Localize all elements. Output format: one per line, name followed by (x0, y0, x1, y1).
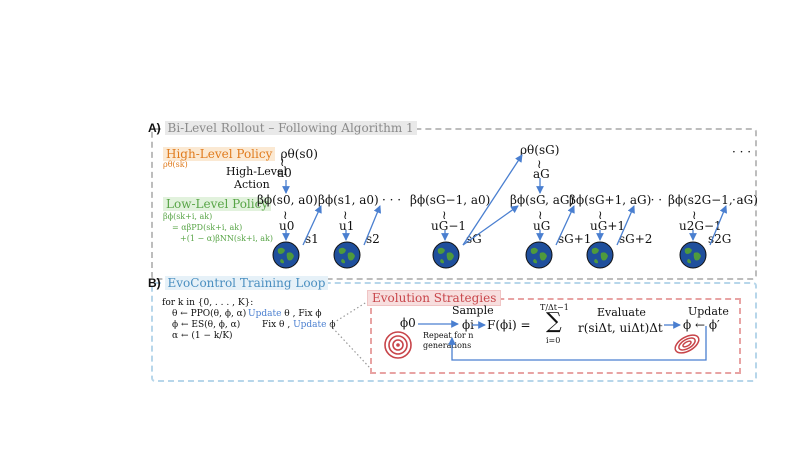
beta-G+1: βϕ(sG+1, aG) (569, 193, 652, 207)
dots-high: · · · (732, 145, 752, 159)
high-level-label: High-Level Policy (163, 147, 276, 161)
beta-2G-1: βϕ(s2G−1, aG) (668, 193, 758, 207)
low-eq-1: βϕ(sk+i, ak) (163, 212, 213, 221)
repeat-label-1: Repeat for n (423, 331, 474, 340)
earth-icon (272, 241, 300, 269)
panel-b-title: EvoControl Training Loop (164, 276, 329, 290)
beta-G-1: βϕ(sG−1, a0) (410, 193, 491, 207)
phi-i: ϕi (462, 318, 475, 332)
u2G-1: u2G−1 (679, 219, 722, 233)
sG+1: sG+1 (558, 232, 592, 246)
uG+1: uG+1 (590, 219, 626, 233)
phi-symbol: ϕ (329, 320, 336, 330)
sum-symbol: ∑ (546, 309, 562, 334)
uG-1: uG−1 (431, 219, 467, 233)
tilde-u1: ≀ (343, 208, 348, 222)
algo-line-1: for k in {0, . . . , K}: (162, 298, 254, 308)
panel-a-frame (151, 128, 757, 280)
panel-b-header: B) EvoControl Training Loop (148, 276, 329, 290)
tilde-uG+1: ≀ (598, 208, 603, 222)
repeat-label-2: generations (423, 341, 472, 350)
algo-line-2: θ ← PPO(θ, ϕ, α) (172, 309, 247, 319)
algo-line-4: α ← (1 − k/K) (172, 331, 233, 341)
es-title: Evolution Strategies (367, 290, 502, 306)
update-theta-word: Update (248, 309, 282, 319)
updated-distribution-icon (674, 334, 700, 354)
rho-sk-small: ρθ(sk) (163, 160, 188, 169)
sum-bot: i=0 (546, 336, 561, 345)
high-level-action-label-2: Action (234, 178, 270, 191)
rho-sG: ρθ(sG) (520, 143, 560, 157)
a0-label: a0 (277, 166, 292, 180)
fix-phi: , Fix ϕ (292, 309, 322, 319)
tilde-a0: ≀ (280, 155, 285, 169)
beta-0: βϕ(s0, a0) (257, 193, 318, 207)
evaluate-label: Evaluate (597, 306, 646, 319)
panel-b-frame (151, 282, 757, 382)
uG: uG (533, 219, 551, 233)
reward-expr: r(siΔt, uiΔt)Δt (578, 321, 663, 335)
s1: s1 (305, 232, 319, 246)
phi-update: ϕ ← ϕ′ (683, 318, 720, 332)
low-level-policy: Low-Level Policy (163, 193, 272, 212)
low-eq-2: = αβPD(sk+i, ak) (172, 223, 243, 232)
dots-low-3: · · · (732, 193, 752, 207)
phi0: ϕ0 (400, 316, 416, 330)
earth-icon (432, 241, 460, 269)
beta-1: βϕ(s1, a0) (318, 193, 379, 207)
F-phi-i: F(ϕi) = (487, 318, 531, 332)
tilde-aG: ≀ (537, 157, 542, 171)
sample-label: Sample (452, 304, 494, 317)
fix-theta: Fix θ , (262, 320, 291, 330)
earth-icon (525, 241, 553, 269)
s2: s2 (366, 232, 380, 246)
panel-a-header: A) Bi-Level Rollout – Following Algorith… (148, 121, 417, 135)
theta-symbol: θ (284, 309, 290, 319)
update-label: Update (688, 305, 729, 318)
algo-line-3: ϕ ← ES(θ, ϕ, α) (172, 320, 241, 330)
beta-G: βϕ(sG, aG) (510, 193, 575, 207)
sum-top: T/Δt−1 (540, 303, 569, 312)
es-frame (370, 298, 741, 374)
dots-low-1: · · · (382, 193, 402, 207)
earth-icon (679, 241, 707, 269)
u0: u0 (279, 219, 295, 233)
initial-distribution-icon (384, 331, 412, 359)
panel-a-title: Bi-Level Rollout – Following Algorithm 1 (164, 121, 417, 135)
high-level-policy: High-Level Policy ρθ(s0) (163, 143, 318, 162)
sG+2: sG+2 (619, 232, 653, 246)
tilde-uG-1: ≀ (442, 208, 447, 222)
update-theta: Update θ , Fix ϕ (248, 309, 322, 319)
earth-icon (586, 241, 614, 269)
update-phi-word: Update (293, 320, 327, 330)
panel-a-letter: A) (148, 121, 161, 135)
tilde-uG: ≀ (538, 208, 543, 222)
panel-b-letter: B) (148, 276, 161, 290)
tilde-u0: ≀ (283, 208, 288, 222)
dots-low-2: · · · (643, 193, 663, 207)
low-eq-3: +(1 − α)βNN(sk+i, ak) (180, 234, 274, 243)
tilde-u2G-1: ≀ (692, 208, 697, 222)
update-phi: Fix θ , Update ϕ (262, 320, 336, 330)
low-level-label: Low-Level Policy (163, 197, 272, 211)
high-level-action-label-1: High-Level (226, 165, 288, 178)
aG-label: aG (533, 167, 550, 181)
u1: u1 (339, 219, 355, 233)
earth-icon (333, 241, 361, 269)
rho-s0: ρθ(s0) (280, 147, 318, 161)
